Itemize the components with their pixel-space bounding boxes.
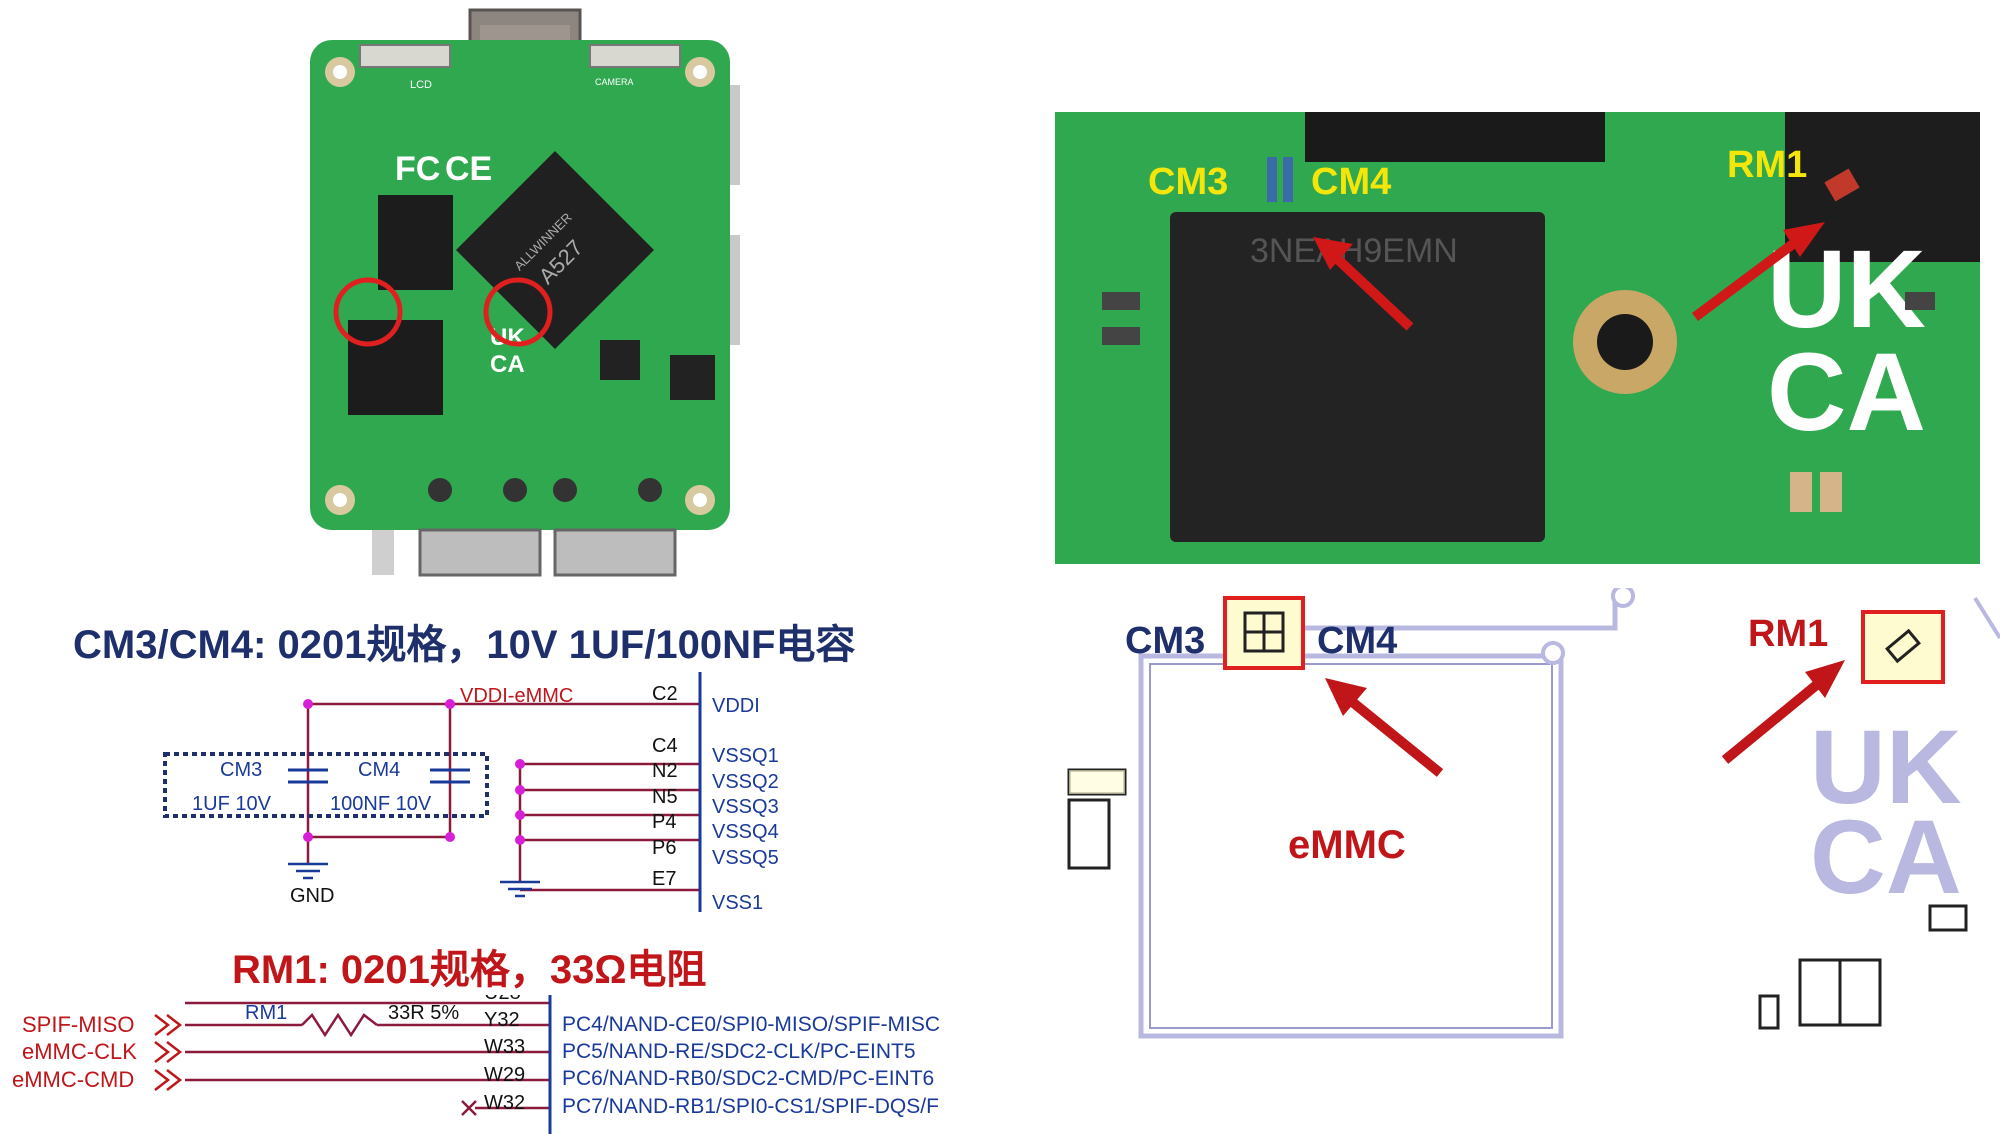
net-emmc-clk: eMMC-CLK bbox=[22, 1039, 137, 1064]
pin-c2: C2 bbox=[652, 683, 678, 705]
func-pc4: PC4/NAND-CE0/SPI0-MISO/SPIF-MISC bbox=[562, 1013, 940, 1036]
emmc-label: eMMC bbox=[1288, 823, 1406, 867]
closeup-ukca-bottom: CA bbox=[1767, 331, 1926, 454]
cm4-label: CM4 bbox=[358, 759, 400, 781]
emmc-footprint bbox=[1138, 653, 1564, 1039]
pin-p6: P6 bbox=[652, 837, 676, 859]
pin-name-vssq3: VSSQ3 bbox=[712, 796, 779, 818]
layout-rm1: RM1 bbox=[1748, 613, 1828, 655]
lcd-silk: LCD bbox=[410, 79, 432, 91]
pin-name-vssq5: VSSQ5 bbox=[712, 847, 779, 869]
layout-cm4: CM4 bbox=[1317, 620, 1397, 662]
pin-name-vssq2: VSSQ2 bbox=[712, 771, 779, 793]
pcb-layout: eMMC CM3 CM4 RM1 UK CA bbox=[1067, 588, 2000, 1039]
pin-name-vssq4: VSSQ4 bbox=[712, 821, 779, 843]
cm-dotted-box bbox=[163, 752, 489, 818]
net-spif-miso: SPIF-MISO bbox=[22, 1012, 134, 1037]
ce-mark: CE bbox=[445, 150, 492, 188]
net-vddi-emmc: VDDI-eMMC bbox=[460, 685, 573, 707]
cm4-value: 100NF 10V bbox=[330, 793, 432, 815]
pin-n5: N5 bbox=[652, 786, 678, 808]
layout-ukca-top: UK bbox=[1810, 709, 1962, 826]
pin-name-vddi: VDDI bbox=[712, 695, 760, 717]
layout-ukca-bottom: CA bbox=[1810, 799, 1962, 916]
pin-name-vss1: VSS1 bbox=[712, 892, 763, 912]
func-pc5: PC5/NAND-RE/SDC2-CLK/PC-EINT5 bbox=[562, 1040, 916, 1063]
pin-e7: E7 bbox=[652, 868, 676, 890]
res-schematic: SPIF-MISO eMMC-CLK eMMC-CMD RM1 33R 5% U… bbox=[12, 995, 940, 1134]
pin-p4: P4 bbox=[652, 811, 676, 833]
pin-name-vssq1: VSSQ1 bbox=[712, 745, 779, 767]
layout-cm3: CM3 bbox=[1125, 620, 1205, 662]
func-pc7: PC7/NAND-RB1/SPI0-CS1/SPIF-DQS/F bbox=[562, 1095, 939, 1118]
fc-mark: FC bbox=[395, 150, 440, 188]
highlight-circle-rm bbox=[483, 277, 553, 347]
cm3-label: CM3 bbox=[220, 759, 262, 781]
closeup-cm4: CM4 bbox=[1311, 161, 1391, 203]
rm1-highlight-box bbox=[1861, 610, 1945, 684]
res-section-title: RM1: 0201规格，33Ω电阻 bbox=[232, 948, 707, 992]
pin-c4: C4 bbox=[652, 735, 678, 757]
camera-silk: CAMERA bbox=[595, 77, 634, 87]
gnd-label: GND bbox=[290, 885, 334, 907]
highlight-circle-cm bbox=[333, 277, 403, 347]
closeup-cm3: CM3 bbox=[1148, 161, 1228, 203]
pin-w29: W29 bbox=[484, 1064, 525, 1086]
ukca-photo-bottom: CA bbox=[490, 351, 525, 378]
closeup-rm1: RM1 bbox=[1727, 144, 1807, 186]
emmc-chip-photo bbox=[348, 320, 443, 415]
pin-u28: U28 bbox=[484, 995, 521, 1004]
pin-w33: W33 bbox=[484, 1036, 525, 1058]
board-photo: LCD CAMERA FC CE ALLWINNER A527 UK CA bbox=[310, 8, 740, 577]
pin-n2: N2 bbox=[652, 760, 678, 782]
net-emmc-cmd: eMMC-CMD bbox=[12, 1067, 134, 1092]
closeup-photo: 3NEAH9EMN CM3 CM4 RM1 UK CA bbox=[1055, 112, 1980, 564]
cm3-value: 1UF 10V bbox=[192, 793, 272, 815]
ram-chip bbox=[378, 195, 453, 290]
cap-schematic: VDDI-eMMC CM3 CM4 1UF 10V 100NF 10V GND … bbox=[163, 672, 779, 912]
pin-w32: W32 bbox=[484, 1092, 525, 1114]
emmc-chip-closeup bbox=[1170, 212, 1545, 542]
rm1-value: 33R 5% bbox=[388, 1002, 459, 1024]
chip-marking: 3NEAH9EMN bbox=[1250, 232, 1458, 270]
cap-section-title: CM3/CM4: 0201规格，10V 1UF/100NF电容 bbox=[73, 623, 856, 667]
func-pc6: PC6/NAND-RB0/SDC2-CMD/PC-EINT6 bbox=[562, 1067, 934, 1090]
pin-y32: Y32 bbox=[484, 1009, 520, 1031]
rm1-schematic-label: RM1 bbox=[245, 1002, 287, 1024]
